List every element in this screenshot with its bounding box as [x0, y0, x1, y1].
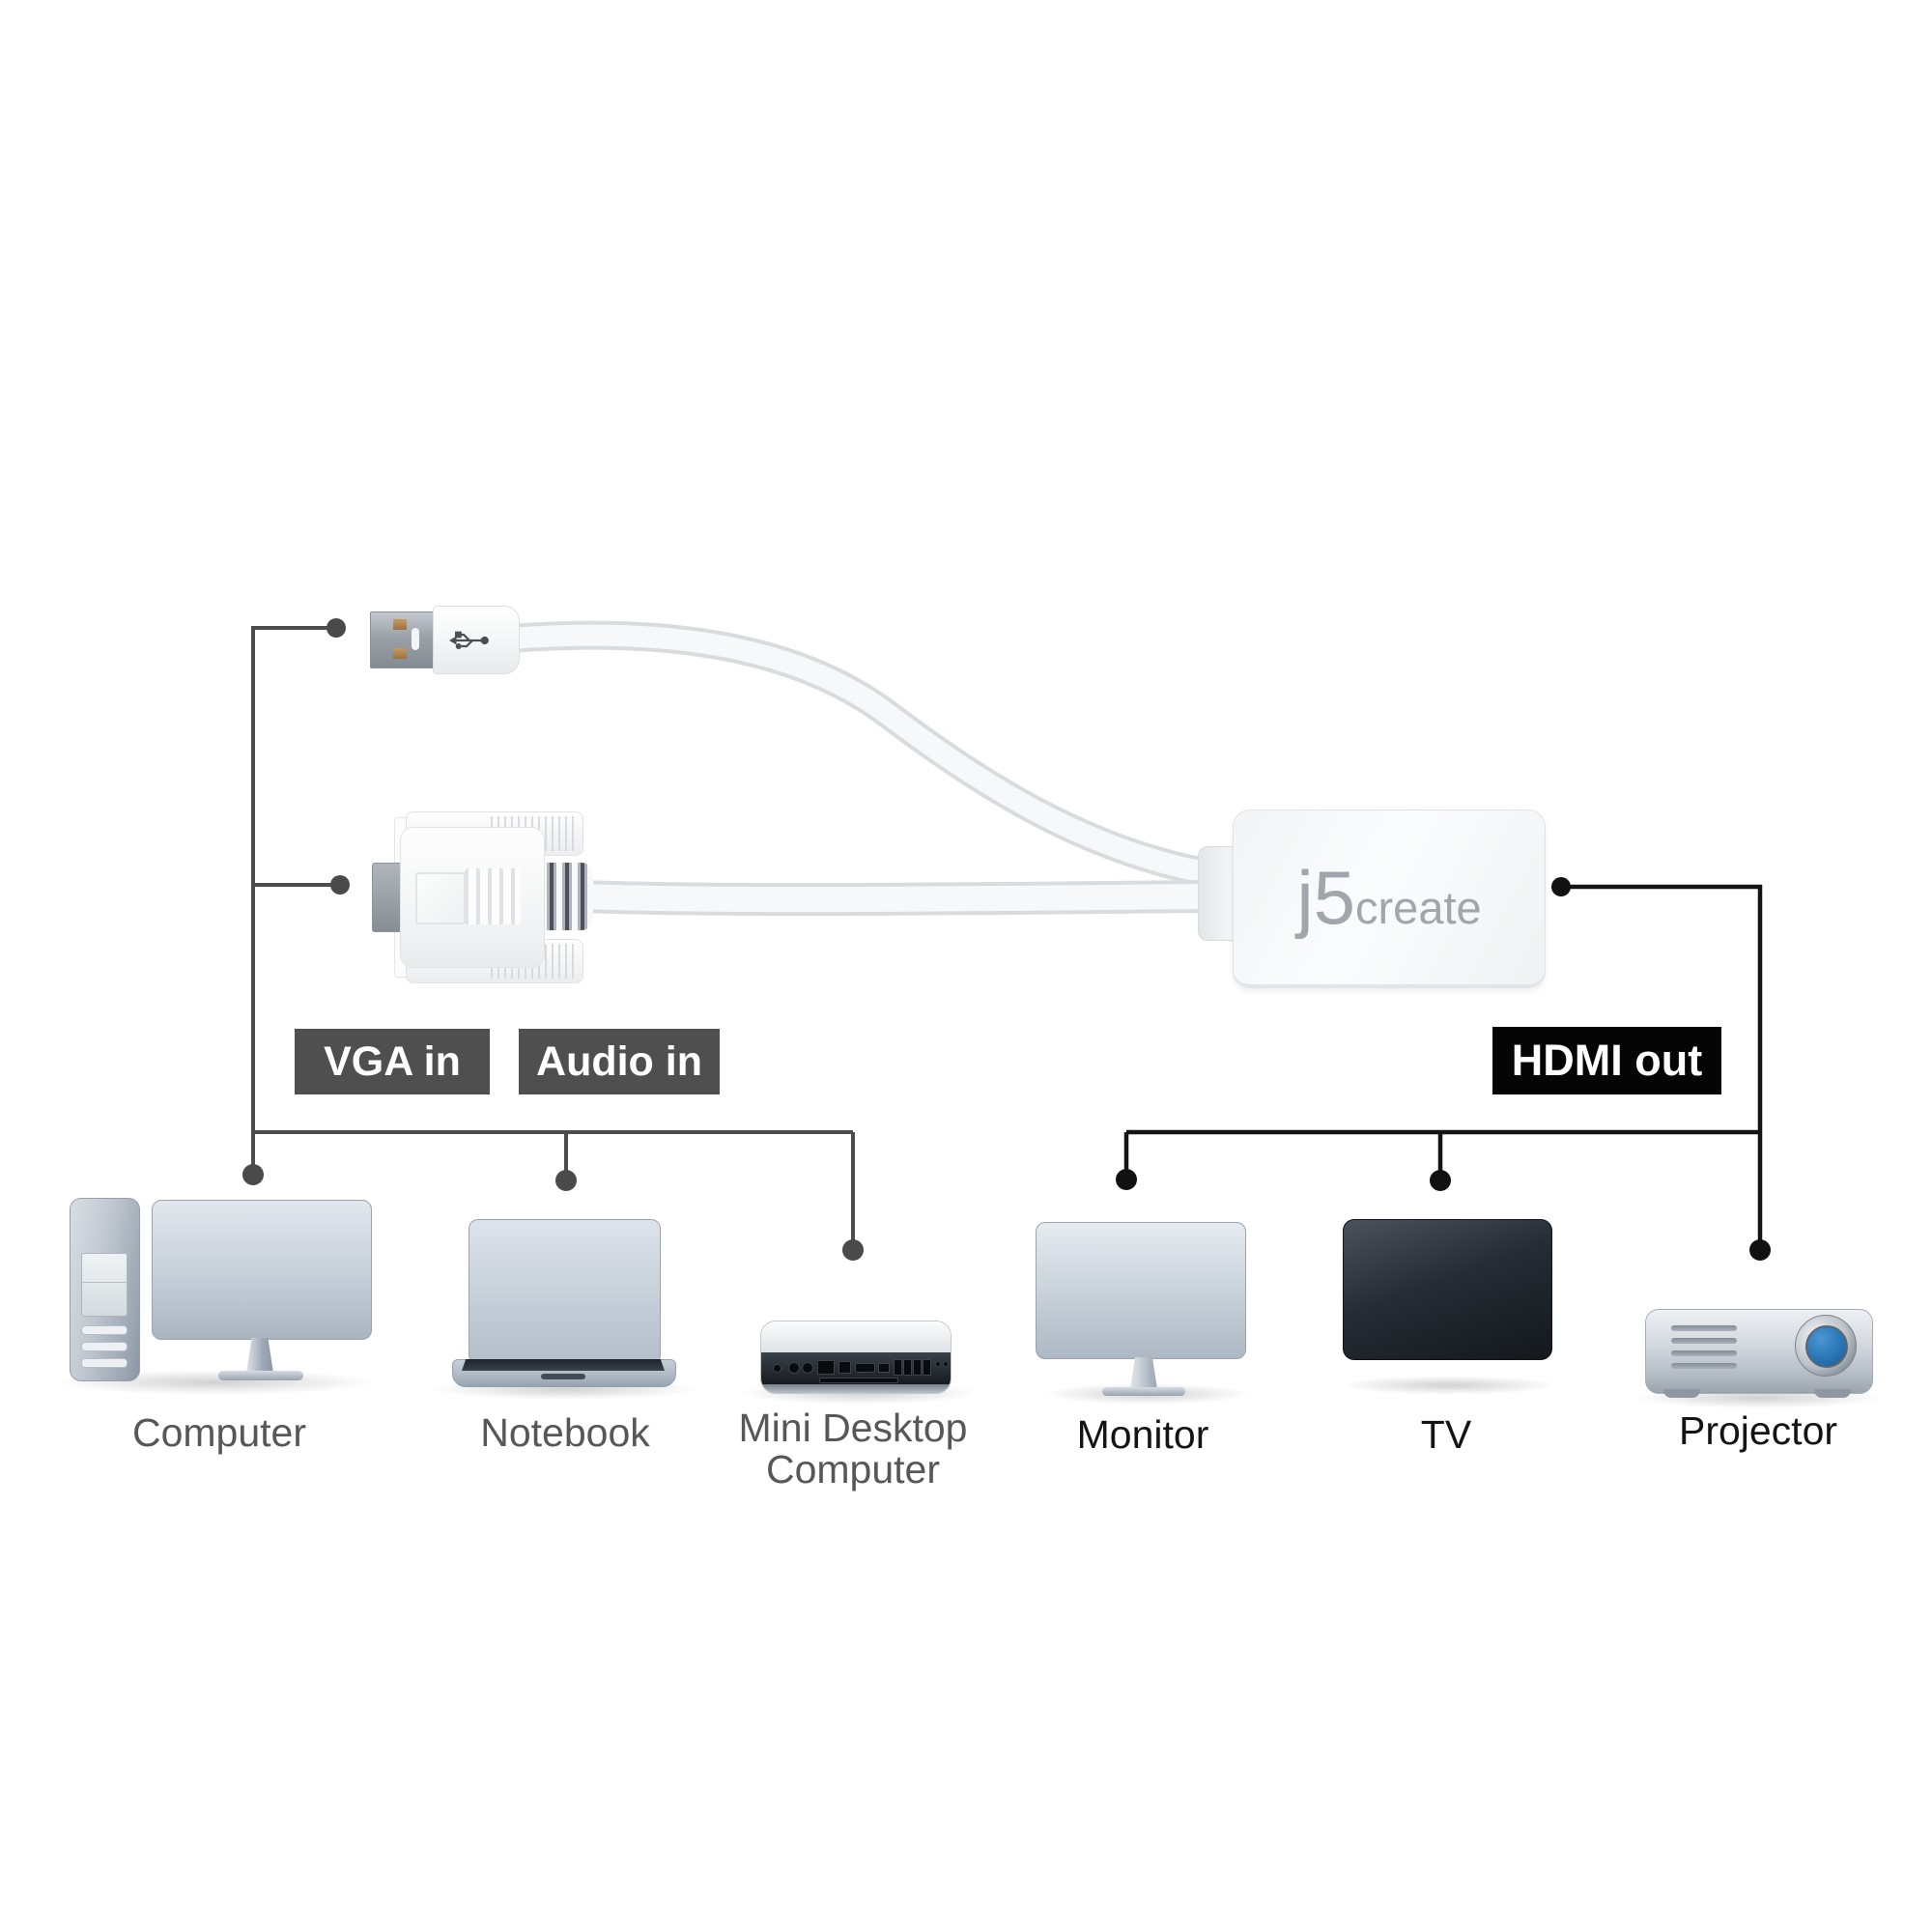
monitor-stand-neck [1130, 1357, 1157, 1389]
mini-desktop-endpoint-dot [842, 1239, 864, 1261]
vga-in-label-chip: VGA in [295, 1029, 490, 1094]
notebook-label: Notebook [480, 1410, 650, 1455]
ethernet-port [817, 1360, 835, 1375]
tv-frame [1343, 1219, 1552, 1360]
tv-label: TV [1420, 1412, 1472, 1457]
monitor-stand-base [1102, 1387, 1185, 1396]
mini-desktop-label-line2: Computer [765, 1447, 940, 1492]
firewire-port [838, 1361, 851, 1374]
hdmi-out-label-chip: HDMI out [1492, 1027, 1721, 1094]
mini-desktop-rear-ports [761, 1352, 951, 1384]
mini-desktop-label: Mini Desktop Computer [708, 1407, 998, 1491]
notebook-latch-notch [541, 1374, 585, 1379]
monitor-stand-base [218, 1371, 303, 1380]
projector-label: Projector [1678, 1408, 1838, 1453]
j5create-logo: j5 create [1296, 860, 1481, 935]
usb-cable [496, 620, 1224, 888]
logo-create: create [1355, 882, 1482, 933]
hdmi-port [855, 1363, 875, 1373]
projector-endpoint-dot [1749, 1239, 1771, 1261]
projector-vent [1671, 1338, 1737, 1344]
notebook-endpoint-dot [555, 1170, 577, 1191]
input-wire-lines [251, 626, 855, 1248]
computer-monitor-frame [152, 1200, 372, 1340]
vga-endpoint-dot [330, 875, 350, 895]
tower-vent-slot [81, 1358, 128, 1368]
mini-displayport [878, 1363, 890, 1373]
usb-trident-icon [449, 631, 489, 649]
logo-j5: j5 [1296, 855, 1356, 940]
notebook-keyboard-deck [462, 1359, 665, 1371]
tower-drive-panel [81, 1253, 128, 1317]
monitor-endpoint-dot [1116, 1169, 1137, 1190]
usb-shell-slot [412, 628, 419, 650]
audio-port [802, 1362, 813, 1374]
tower-vent-slot [81, 1325, 128, 1335]
mic-hole [935, 1361, 941, 1367]
input-wire-dots [242, 618, 864, 1261]
vga-body-recess [415, 872, 466, 924]
vent-slot [819, 1378, 898, 1383]
computer-label: Computer [131, 1410, 306, 1455]
vga-grip-ribs [465, 868, 521, 924]
monitor-frame [1036, 1222, 1246, 1359]
mini-desktop-bottom [761, 1384, 951, 1393]
power-port [773, 1364, 781, 1373]
usb-contact-pin [393, 648, 407, 659]
hdmi-endpoint-dot [1551, 877, 1571, 896]
projector-lens [1805, 1325, 1848, 1368]
monitor-label: Monitor [1076, 1412, 1209, 1457]
mic-hole [943, 1361, 949, 1367]
projector-foot [1814, 1389, 1851, 1398]
notebook-lid [469, 1219, 661, 1361]
tv-endpoint-dot [1430, 1170, 1451, 1191]
tower-vent-slot [81, 1342, 128, 1351]
usb-port [903, 1359, 912, 1376]
projector-foot [1663, 1389, 1700, 1398]
computer-endpoint-dot [242, 1164, 264, 1185]
adapter-body: j5 create [1233, 810, 1546, 988]
usb-endpoint-dot [327, 618, 346, 638]
usb-contact-pin [393, 619, 407, 630]
audio-port [788, 1362, 800, 1374]
vga-cable [563, 880, 1226, 917]
projector-vent [1671, 1350, 1737, 1356]
projector-vent [1671, 1363, 1737, 1369]
usb-port [913, 1359, 922, 1376]
projector-vent [1671, 1325, 1737, 1331]
usb-port [923, 1359, 931, 1376]
vga-strain-relief-rings [541, 863, 593, 930]
mini-desktop-body [760, 1321, 952, 1394]
audio-in-label-chip: Audio in [519, 1029, 720, 1094]
shadow [1338, 1376, 1560, 1395]
mini-desktop-top [761, 1321, 951, 1352]
mini-desktop-label-line1: Mini Desktop [738, 1406, 968, 1450]
output-wire-dots [1116, 877, 1771, 1261]
usb-port [894, 1359, 902, 1376]
vga-dsub-shell [372, 863, 401, 932]
